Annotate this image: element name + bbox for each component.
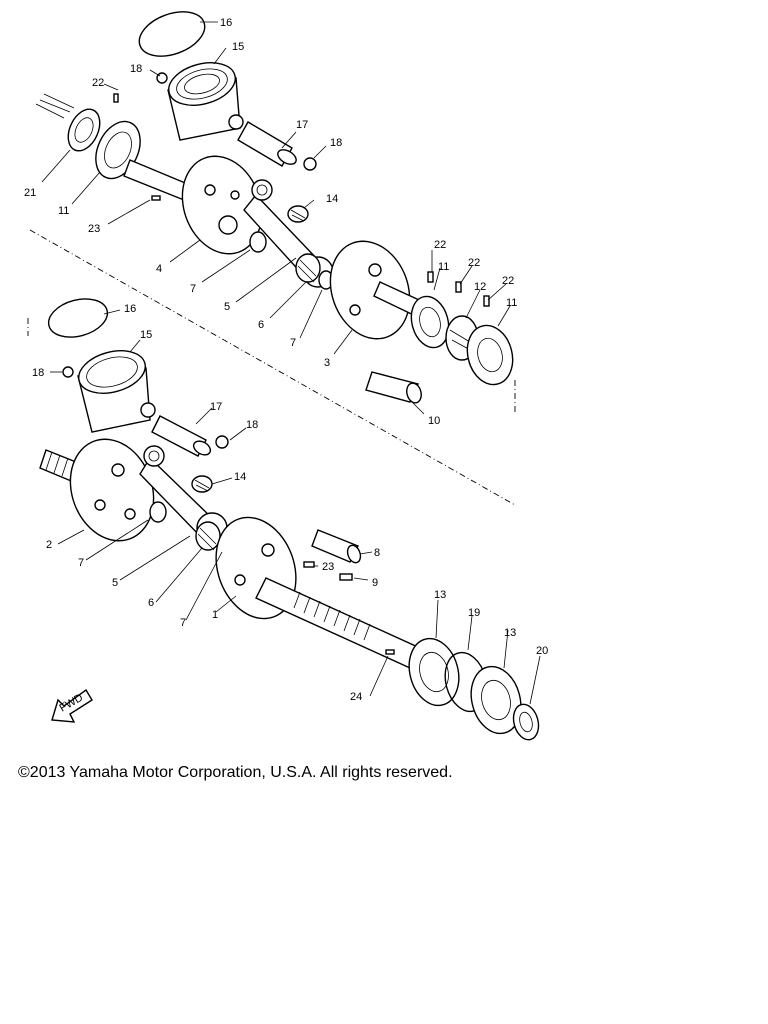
callout-22: 22: [502, 275, 514, 287]
bearing-part: [410, 295, 450, 349]
crankshaft-exploded-diagram: FWD 16 18 15 22 17 18 21 11 23 14 4 7 5 …: [24, 11, 548, 741]
oil-seal-part: [67, 108, 101, 152]
callout-14: 14: [326, 193, 338, 205]
roller-bearing-part: [195, 521, 221, 551]
needle-bearing-part: [287, 205, 309, 223]
dowel-pin-part: [455, 281, 462, 293]
callout-10: 10: [428, 415, 440, 427]
callout-14: 14: [234, 471, 246, 483]
thrust-washer-part: [149, 501, 167, 523]
callout-23: 23: [88, 223, 100, 235]
callout-4: 4: [156, 263, 162, 275]
piston-ring-part: [138, 11, 206, 57]
fwd-arrow-icon: FWD: [51, 688, 93, 723]
dowel-pin-part: [483, 295, 490, 307]
crank-shaft-stub-part: [123, 159, 191, 201]
callout-13: 13: [504, 627, 516, 639]
dowel-pin-part: [303, 561, 315, 568]
callout-9: 9: [372, 577, 378, 589]
oil-seal-part: [512, 703, 540, 741]
callout-6: 6: [148, 597, 154, 609]
callout-12: 12: [474, 281, 486, 293]
callout-18: 18: [330, 137, 342, 149]
circlip-part: [62, 366, 74, 378]
callout-3: 3: [324, 357, 330, 369]
callout-18: 18: [32, 367, 44, 379]
callout-17: 17: [296, 119, 308, 131]
needle-bearing-part: [191, 475, 213, 493]
bearing-part: [466, 324, 514, 386]
section-divider-line: [29, 229, 516, 506]
callout-1: 1: [212, 609, 218, 621]
crank-pin-part: [311, 529, 362, 564]
callout-7: 7: [290, 337, 296, 349]
callout-19: 19: [468, 607, 480, 619]
piston-ring-part: [47, 298, 109, 338]
callout-22: 22: [434, 239, 446, 251]
crank-wheel-part: [329, 240, 411, 340]
callout-5: 5: [224, 301, 230, 313]
leader-lines: [41, 21, 541, 705]
callout-labels: 16 18 15 22 17 18 21 11 23 14 4 7 5 6 7 …: [24, 17, 548, 703]
callout-16: 16: [124, 303, 136, 315]
woodruff-key-part: [339, 573, 353, 581]
callout-22: 22: [468, 257, 480, 269]
shaft-end-part: [35, 93, 75, 119]
callout-18: 18: [246, 419, 258, 431]
callout-24: 24: [350, 691, 362, 703]
callout-7: 7: [180, 617, 186, 629]
callout-21: 21: [24, 187, 36, 199]
callout-17: 17: [210, 401, 222, 413]
crank-wheel-part: [181, 155, 263, 255]
output-shaft-part: [255, 577, 421, 669]
callout-18: 18: [130, 63, 142, 75]
bearing-part: [470, 665, 522, 735]
callout-20: 20: [536, 645, 548, 657]
piston-pin-part: [237, 121, 297, 167]
crank-wheel-part: [69, 438, 155, 542]
thrust-washer-part: [249, 231, 267, 253]
callout-23: 23: [322, 561, 334, 573]
dowel-pin-part: [151, 195, 161, 201]
callout-6: 6: [258, 319, 264, 331]
callout-11: 11: [58, 205, 69, 217]
callout-8: 8: [374, 547, 380, 559]
dowel-pin-part: [427, 271, 434, 283]
piston-pin-part: [151, 415, 212, 457]
copyright-notice: ©2013 Yamaha Motor Corporation, U.S.A. A…: [18, 764, 453, 781]
dowel-pin-part: [113, 93, 119, 103]
circlip-part: [156, 72, 168, 84]
piston-part: [77, 350, 156, 433]
callout-2: 2: [46, 539, 52, 551]
callout-22: 22: [92, 77, 104, 89]
roller-bearing-part: [295, 253, 321, 283]
callout-15: 15: [140, 329, 152, 341]
callout-7: 7: [78, 557, 84, 569]
callout-11: 11: [506, 297, 517, 309]
dowel-pin-part: [385, 649, 395, 655]
piston-part: [167, 62, 244, 141]
callout-16: 16: [220, 17, 232, 29]
callout-15: 15: [232, 41, 244, 53]
callout-11: 11: [438, 261, 449, 273]
callout-7: 7: [190, 283, 196, 295]
callout-5: 5: [112, 577, 118, 589]
callout-13: 13: [434, 589, 446, 601]
circlip-part: [303, 157, 317, 171]
crank-pin-part: [365, 371, 422, 404]
circlip-part: [215, 435, 229, 449]
